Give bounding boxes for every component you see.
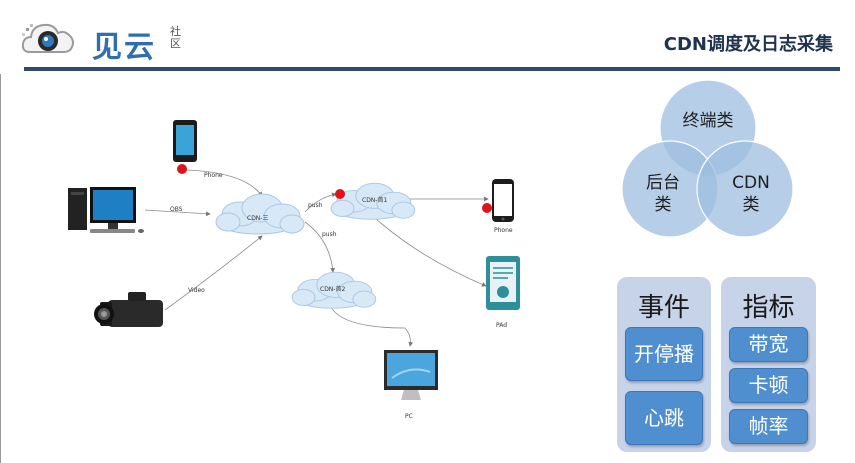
header-divider	[24, 67, 840, 71]
event-item-heartbeat: 心跳	[625, 391, 703, 445]
endpoint-dot-phone-out	[482, 203, 492, 213]
label-device-pad: PAd	[496, 322, 507, 329]
venn-label-cdn-line2: 类	[742, 195, 760, 215]
label-edge-obs: OBS	[170, 206, 183, 213]
edge-phone-in	[184, 169, 263, 197]
metrics-panel: 指标 带宽 卡顿 帧率	[721, 277, 816, 452]
metric-item-bandwidth: 带宽	[729, 327, 808, 362]
metric-item-framerate: 帧率	[729, 409, 808, 444]
venn-label-backend-line2: 类	[654, 195, 672, 215]
logo-text: 见云	[92, 30, 156, 65]
venn-label-backend: 后台 类	[638, 172, 688, 216]
events-panel-title: 事件	[637, 293, 690, 323]
venn-label-backend-line1: 后台	[646, 173, 680, 193]
left-edge-line	[0, 74, 1, 463]
page-title: CDN调度及日志采集	[663, 34, 833, 55]
venn-label-cdn-line1: CDN	[732, 173, 770, 193]
endpoint-dot-phone	[177, 164, 187, 174]
tablet-icon	[486, 256, 520, 310]
venn-circle-right	[696, 140, 794, 238]
venn-label-terminal: 终端类	[682, 111, 734, 131]
label-cloud-2: CDN-首2	[320, 285, 345, 293]
pc-monitor-icon	[384, 350, 438, 400]
edge-video	[164, 235, 263, 311]
venn-label-cdn: CDN 类	[726, 172, 776, 216]
edge-to-pad	[374, 217, 487, 287]
edge-push-1	[304, 192, 337, 213]
label-cloud-main: CDN-三	[247, 215, 268, 222]
metric-item-stutter: 卡顿	[729, 368, 808, 403]
label-device-pc: PC	[405, 413, 413, 420]
phone-output-icon	[492, 179, 514, 222]
event-item-start-stop: 开停播	[625, 327, 703, 381]
label-edge-push-1: push	[308, 202, 323, 209]
desktop-computer-icon	[68, 187, 144, 233]
video-camera-icon	[94, 292, 163, 327]
edge-push-2	[304, 221, 336, 273]
metrics-panel-title: 指标	[742, 293, 795, 323]
label-edge-phone: Phone	[204, 172, 223, 179]
phone-source-icon	[173, 120, 197, 162]
label-cloud-1: CDN-首1	[362, 196, 387, 204]
endpoint-dot-cdn1	[335, 189, 345, 199]
events-panel: 事件 开停播 心跳	[617, 277, 711, 452]
edge-to-pc	[329, 304, 414, 347]
logo: 见云 社区	[20, 16, 181, 65]
label-edge-video: Video	[188, 287, 205, 294]
logo-subtext: 社区	[170, 25, 181, 50]
label-device-phone: Phone	[494, 227, 513, 234]
edge-obs	[144, 209, 211, 217]
label-edge-push-2: push	[322, 231, 337, 238]
cloud-eye-logo-icon	[21, 23, 74, 53]
